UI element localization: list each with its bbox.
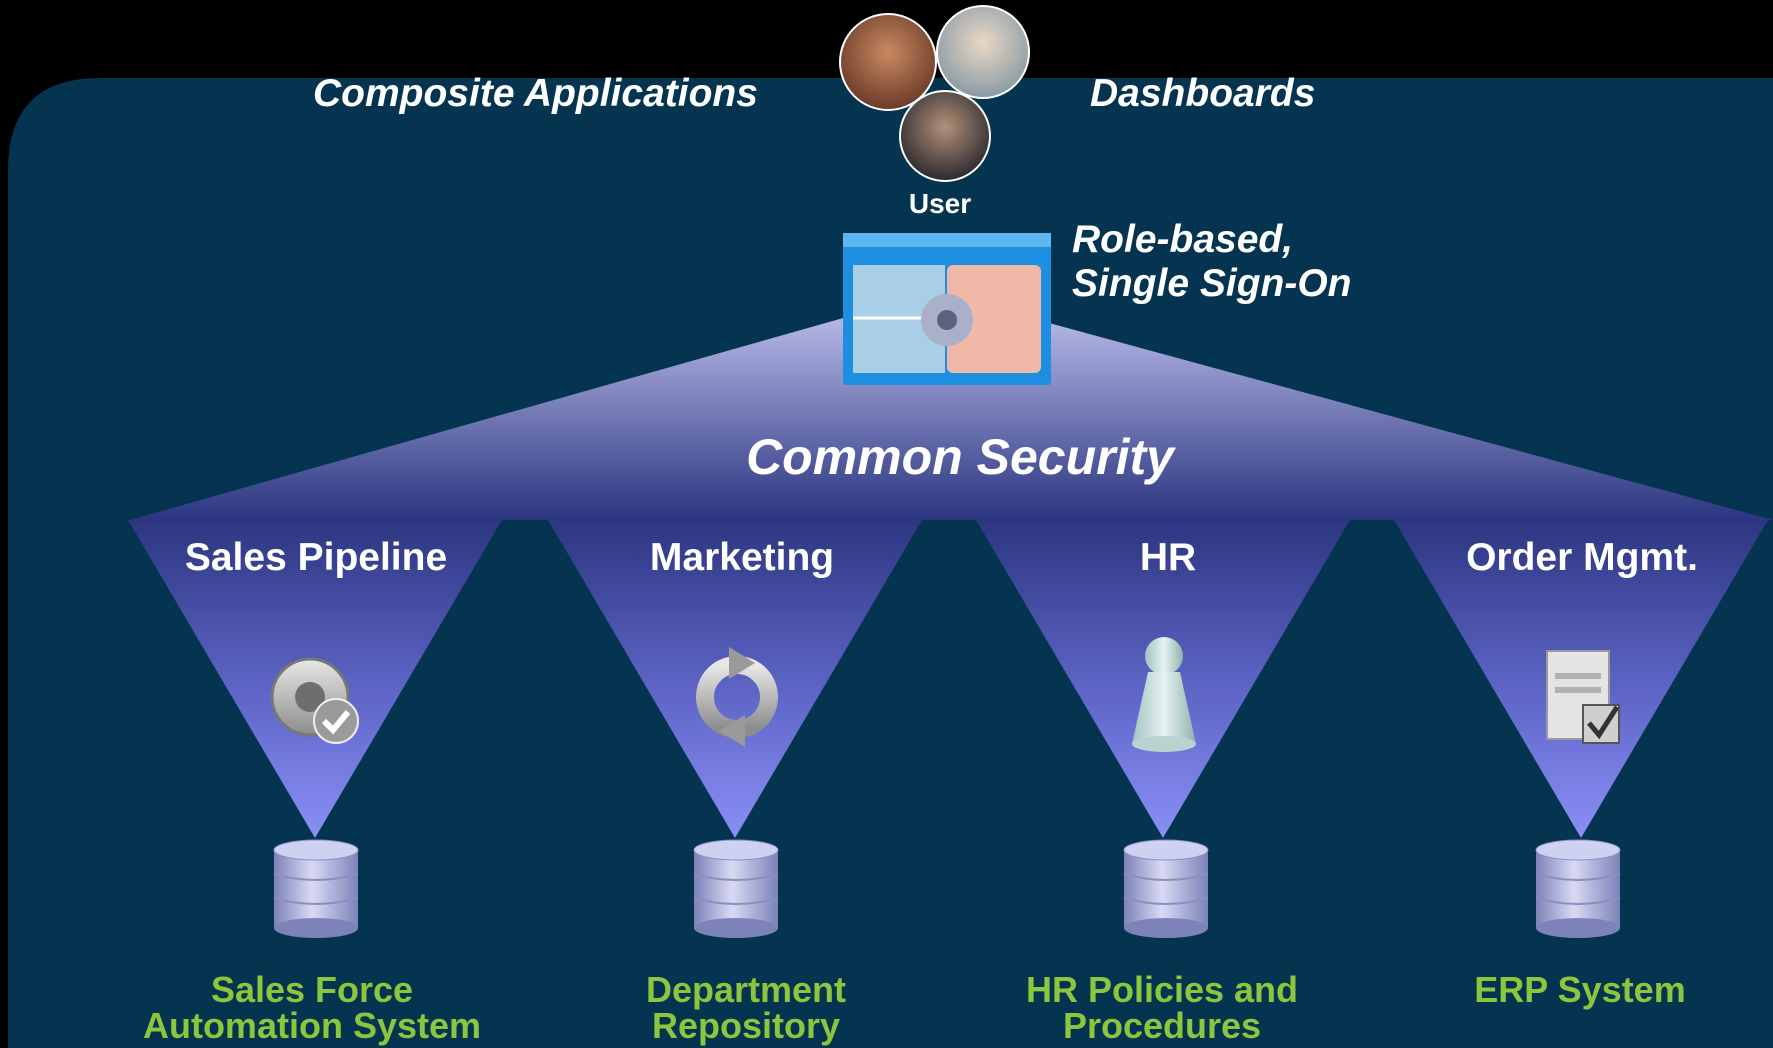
database-icon-marketing	[693, 839, 779, 938]
user-label: User	[908, 188, 972, 219]
refresh-arrows-icon	[696, 647, 778, 747]
user-photos-icon	[839, 5, 1030, 182]
sso-label-line2: Single Sign-On	[1072, 262, 1352, 305]
composite-applications-label: Composite Applications	[313, 72, 758, 115]
system-label-order: ERP System	[1370, 972, 1773, 1008]
system-label-marketing: Department Repository	[536, 972, 956, 1044]
system-label-hr: HR Policies and Procedures	[952, 972, 1372, 1044]
security-triangle	[130, 292, 1773, 520]
database-icon-sales	[273, 839, 359, 938]
system-label-marketing-line1: Department	[645, 969, 847, 1010]
person-icon	[1132, 637, 1196, 752]
system-label-order-line1: ERP System	[1474, 969, 1686, 1010]
system-label-sales-line2: Automation System	[142, 1005, 482, 1046]
gear-check-icon	[270, 657, 359, 744]
document-check-icon	[1546, 650, 1620, 744]
portal-window-icon	[843, 233, 1051, 385]
system-label-hr-line1: HR Policies and	[1025, 969, 1299, 1010]
sso-label-line1: Role-based,	[1072, 218, 1294, 261]
system-label-sales: Sales Force Automation System	[102, 972, 522, 1044]
domain-label-marketing: Marketing	[649, 536, 835, 579]
system-label-marketing-line2: Repository	[651, 1005, 841, 1046]
domain-label-hr: HR	[1139, 536, 1197, 579]
domain-label-sales: Sales Pipeline	[184, 536, 448, 579]
domain-label-order: Order Mgmt.	[1466, 536, 1698, 579]
system-label-sales-line1: Sales Force	[210, 969, 414, 1010]
cone-marketing	[548, 520, 922, 838]
dashboards-label: Dashboards	[1090, 72, 1316, 115]
system-label-hr-line2: Procedures	[1062, 1005, 1262, 1046]
database-icon-hr	[1123, 839, 1209, 938]
common-security-label: Common Security	[746, 429, 1174, 485]
database-icon-order	[1535, 839, 1621, 938]
